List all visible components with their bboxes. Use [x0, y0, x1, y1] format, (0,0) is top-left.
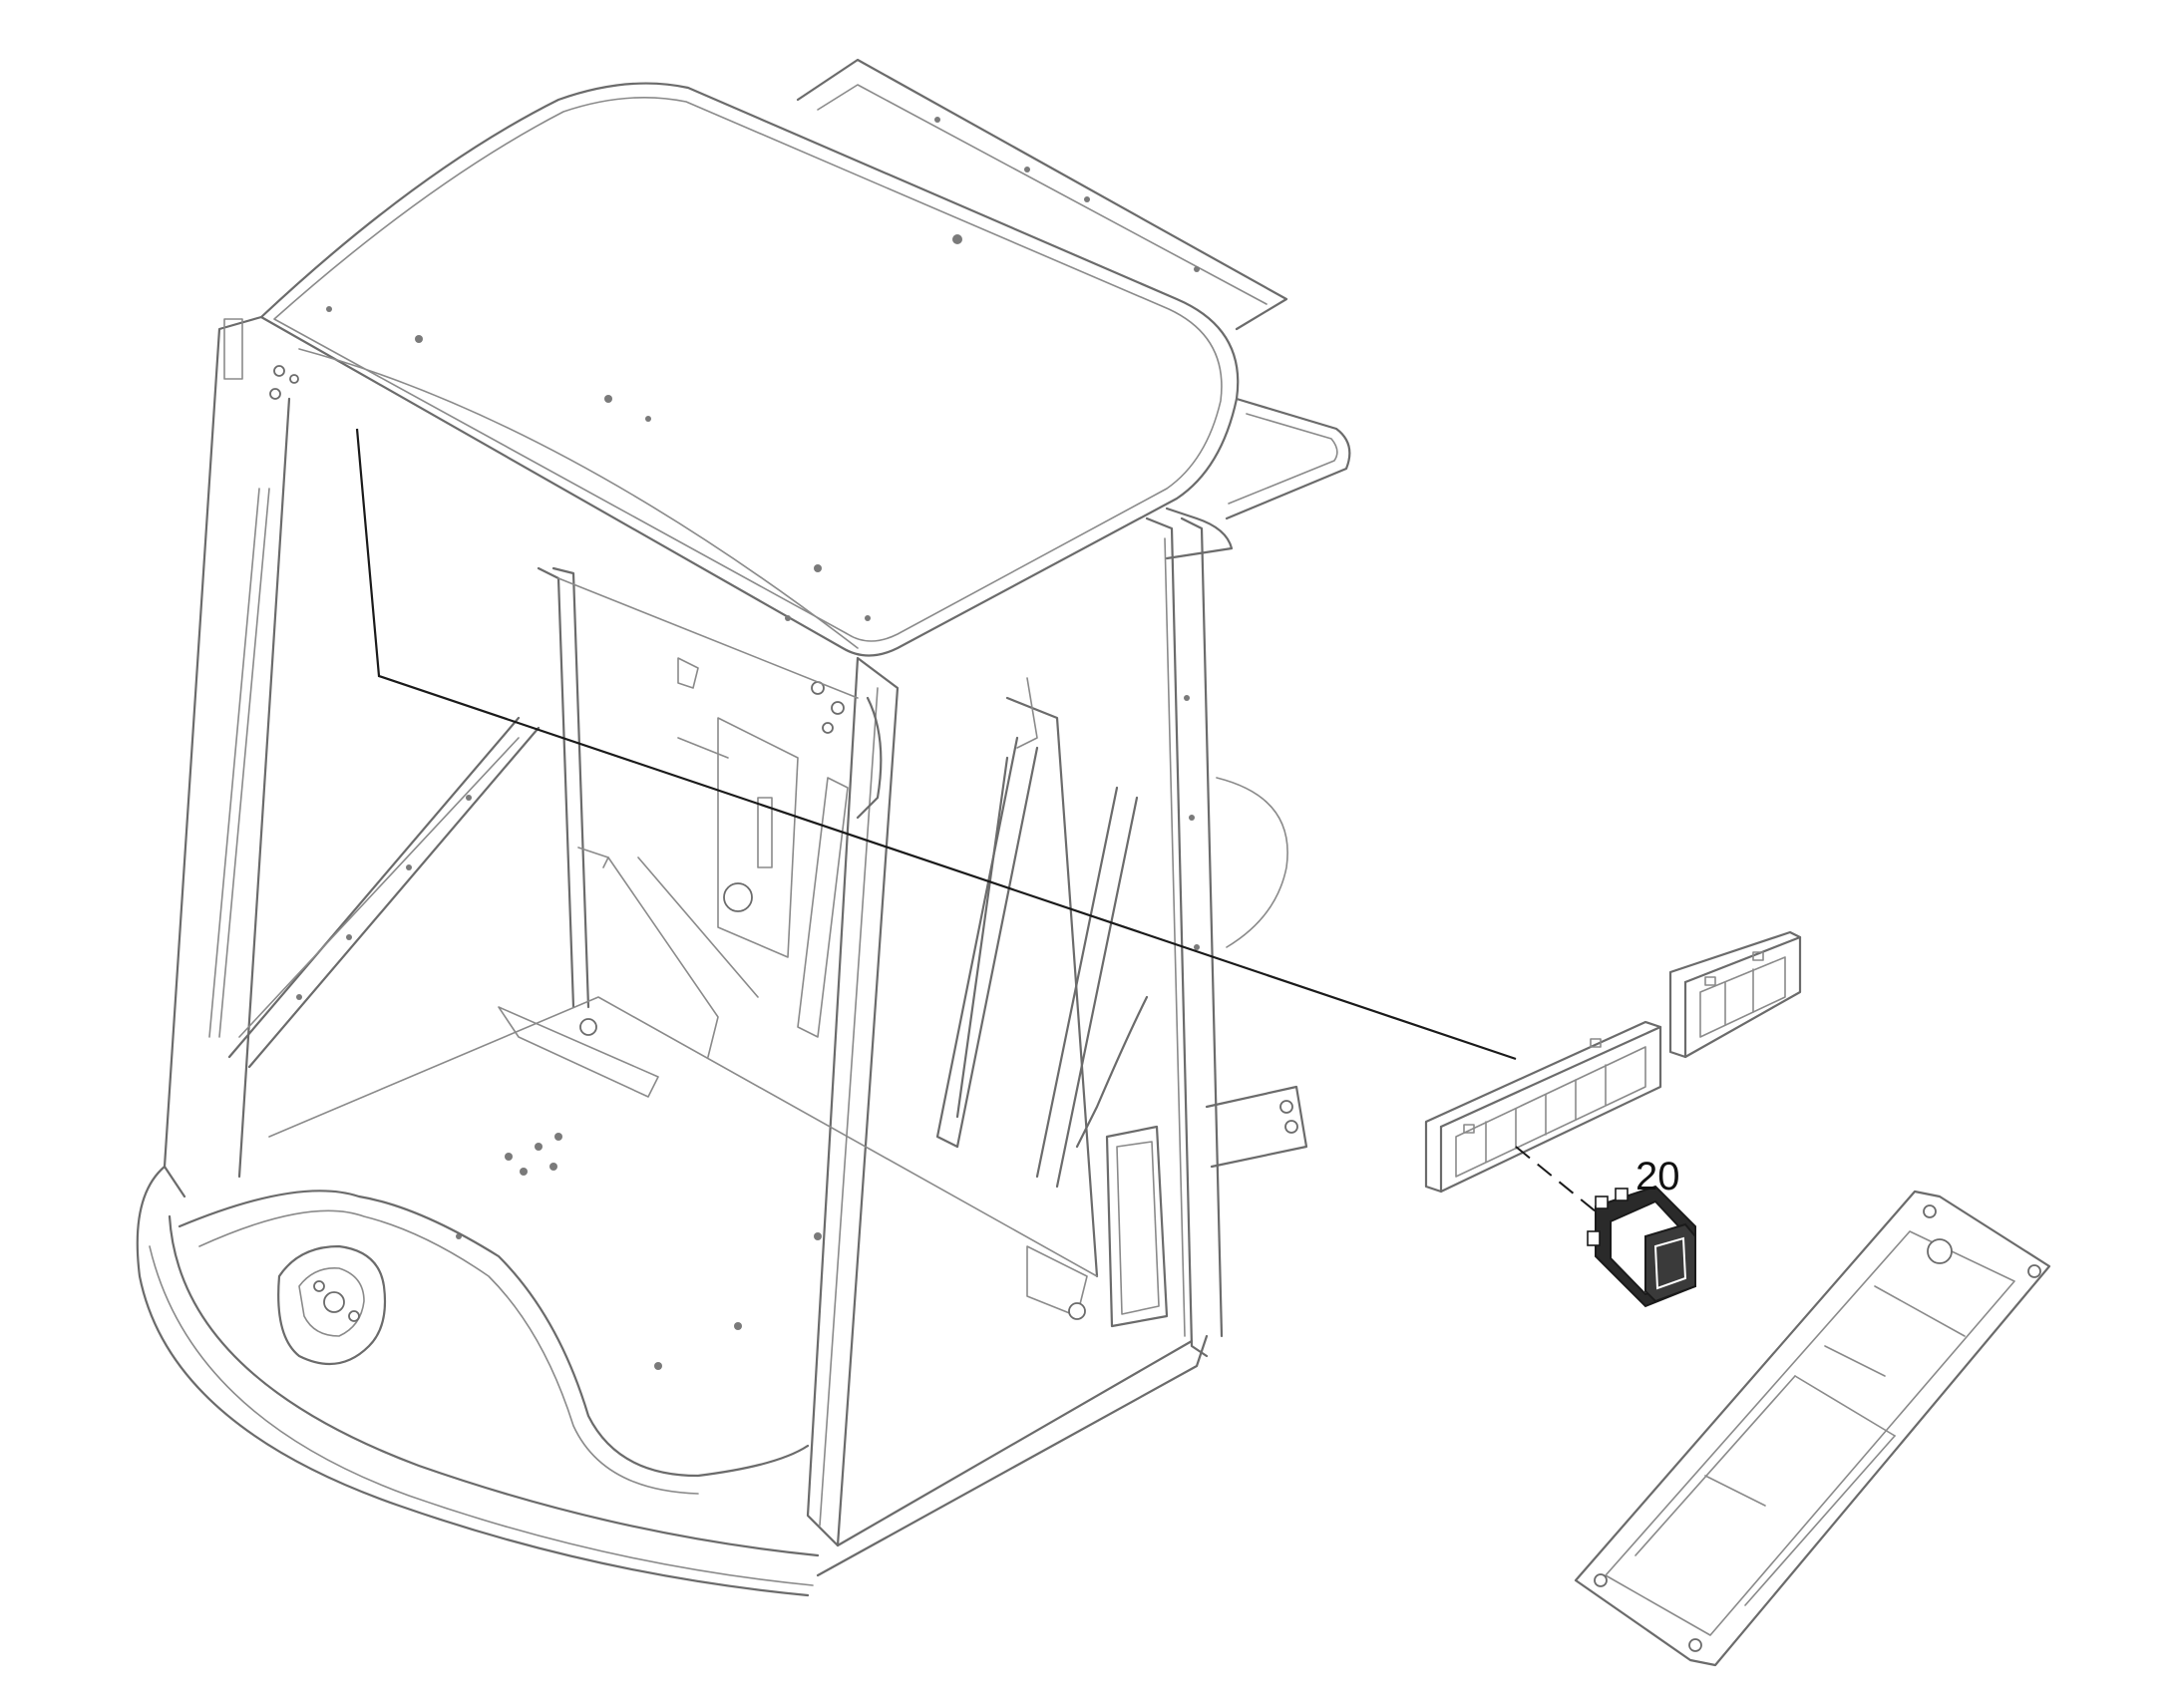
left-diagonal-brace — [227, 716, 541, 1069]
rear-roof-bracket — [796, 58, 1288, 331]
gasket-plate — [1574, 1190, 2051, 1667]
top-side-rail — [1165, 397, 1351, 560]
leader-lines — [355, 428, 1597, 1212]
rear-wall-detail — [557, 577, 859, 1058]
cab-frame-drawing — [136, 58, 1351, 1597]
cab-floor — [136, 996, 1209, 1597]
front-center-pillar — [806, 656, 900, 1547]
leader-line-panel — [355, 428, 1517, 1061]
right-door-rail — [935, 677, 1308, 1189]
leader-line-switch — [1515, 1146, 1597, 1212]
front-console — [178, 1190, 810, 1495]
switch-panel-small — [1668, 930, 1802, 1059]
switch-panel-large — [1424, 1020, 1662, 1194]
front-left-pillar — [163, 315, 299, 1198]
rear-pillars — [537, 516, 1224, 1358]
rocker-switch — [1587, 1185, 1696, 1308]
callout-label-20: 20 — [1635, 1155, 1680, 1198]
roof-panel — [259, 82, 1240, 657]
right-storage-box — [1105, 1125, 1169, 1328]
